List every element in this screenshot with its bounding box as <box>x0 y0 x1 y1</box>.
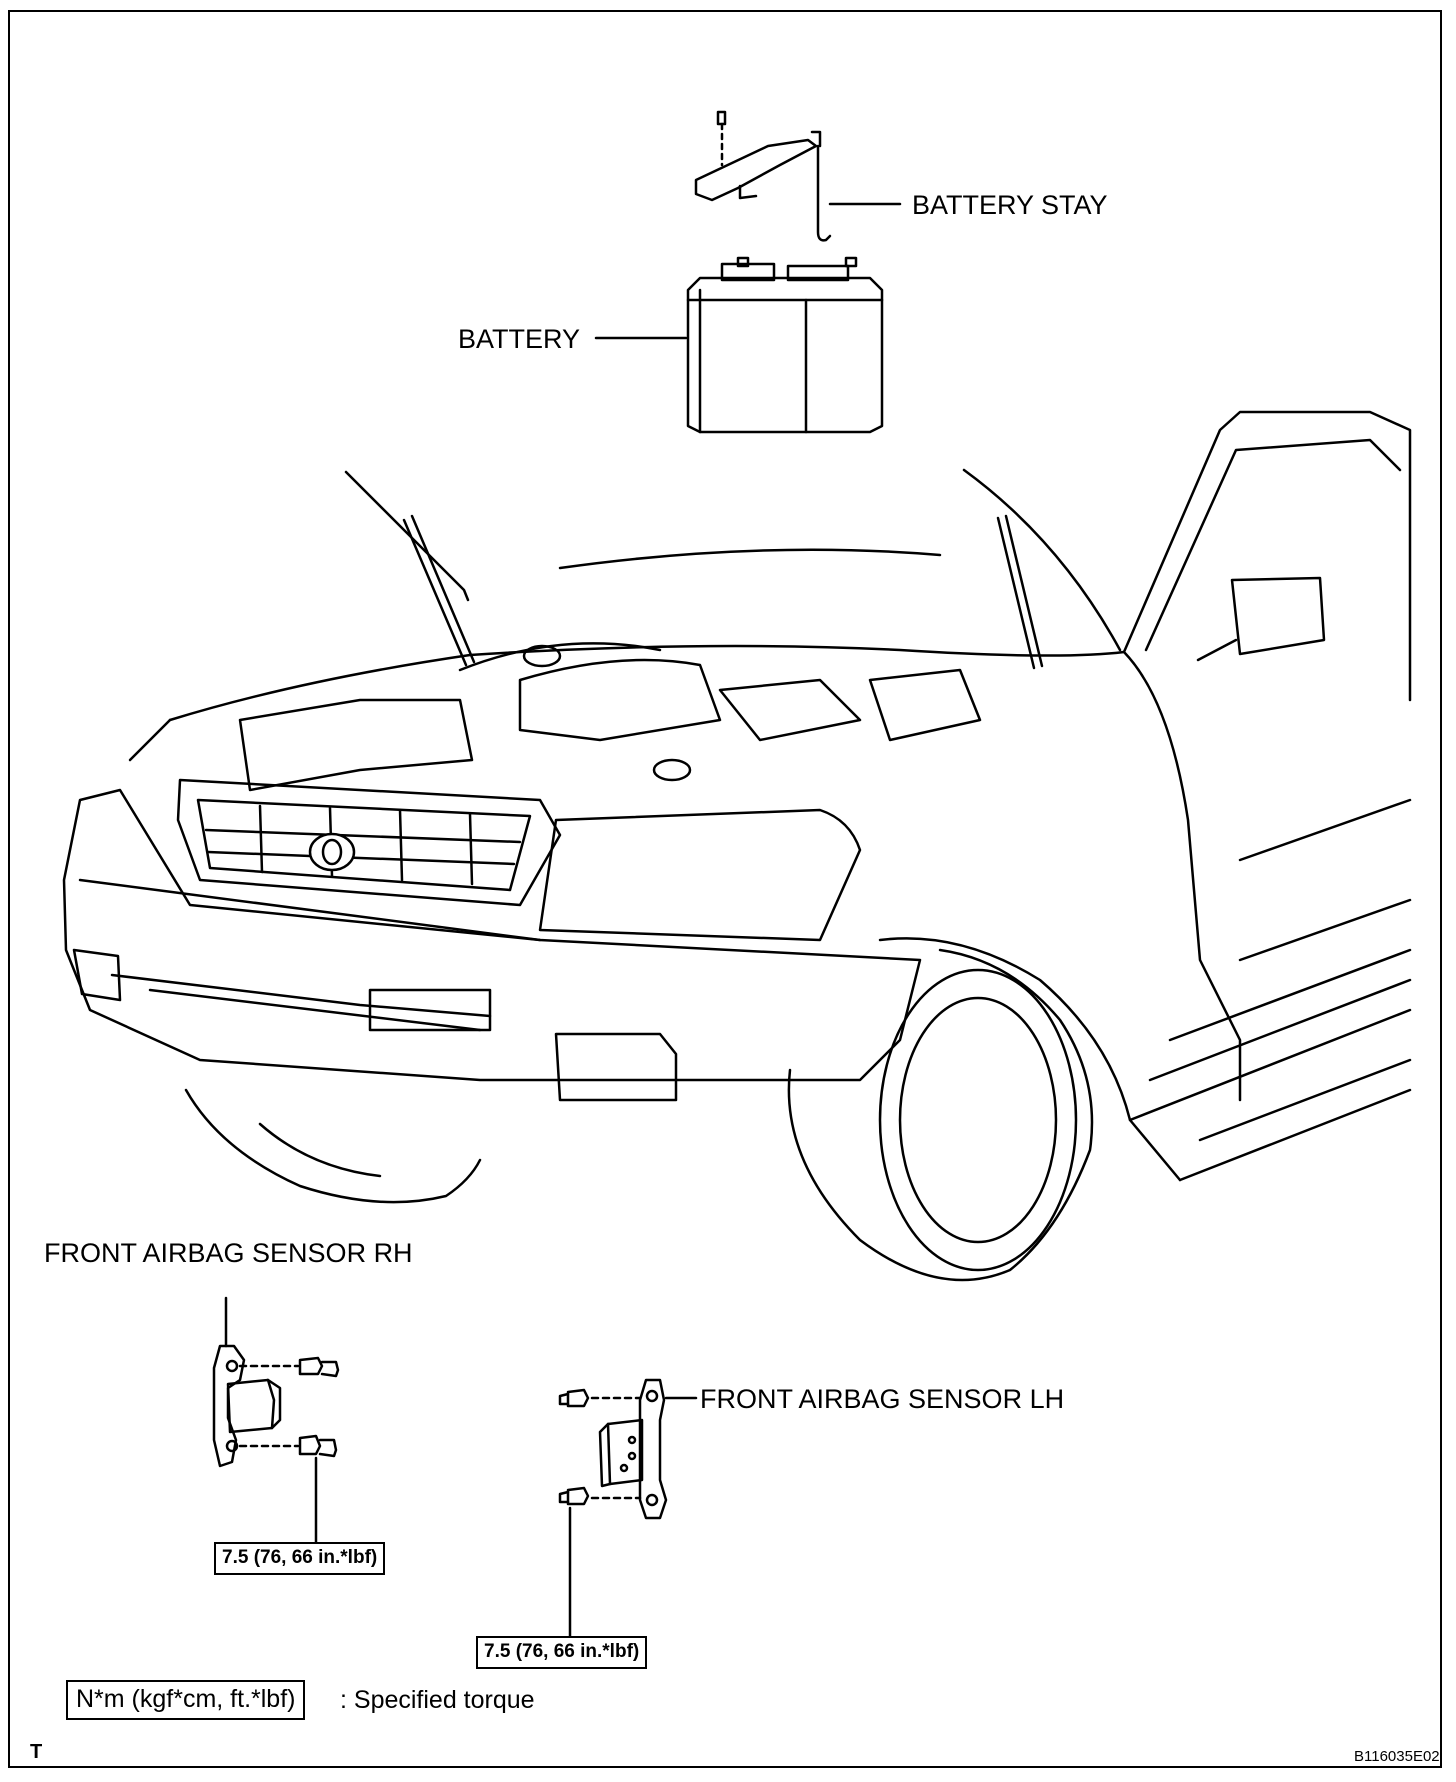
torque-spec-lh: 7.5 (76, 66 in.*lbf) <box>476 1636 648 1669</box>
diagram-frame <box>8 10 1442 1768</box>
battery-label: BATTERY <box>458 324 581 354</box>
sensor-lh-label: FRONT AIRBAG SENSOR LH <box>700 1384 1065 1414</box>
sensor-lh-drawing <box>558 1378 698 1638</box>
torque-legend-description: : Specified torque <box>340 1686 535 1714</box>
torque-unit-legend-box: N*m (kgf*cm, ft.*lbf) <box>66 1680 306 1720</box>
sensor-rh-label: FRONT AIRBAG SENSOR RH <box>44 1238 413 1268</box>
corner-mark: T <box>30 1741 43 1763</box>
battery-drawing <box>594 256 884 434</box>
torque-spec-rh: 7.5 (76, 66 in.*lbf) <box>214 1542 386 1575</box>
battery-stay-drawing <box>694 110 902 242</box>
figure-code: B116035E02 <box>1354 1748 1440 1765</box>
battery-stay-label: BATTERY STAY <box>912 190 1108 220</box>
vehicle-drawing <box>62 410 1412 1282</box>
sensor-rh-drawing <box>212 1296 340 1544</box>
